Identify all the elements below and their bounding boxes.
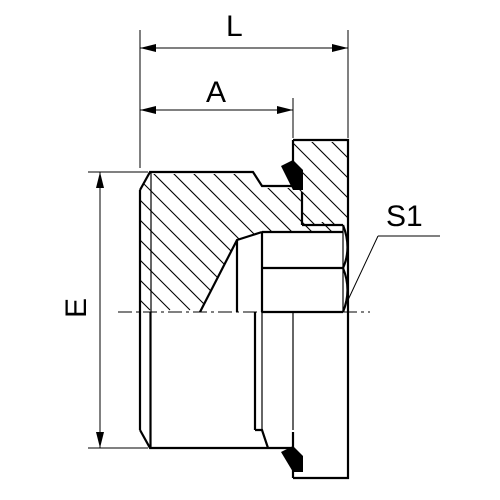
dimension-a (140, 98, 294, 138)
dimension-e (88, 171, 148, 449)
plug-outline (138, 170, 343, 450)
seal-ring (281, 160, 303, 472)
label-l: L (226, 10, 243, 43)
label-e: E (60, 298, 93, 318)
label-a: A (206, 76, 226, 109)
label-s1: S1 (386, 200, 423, 233)
leader-s1 (347, 235, 440, 301)
dimension-l (139, 30, 349, 168)
